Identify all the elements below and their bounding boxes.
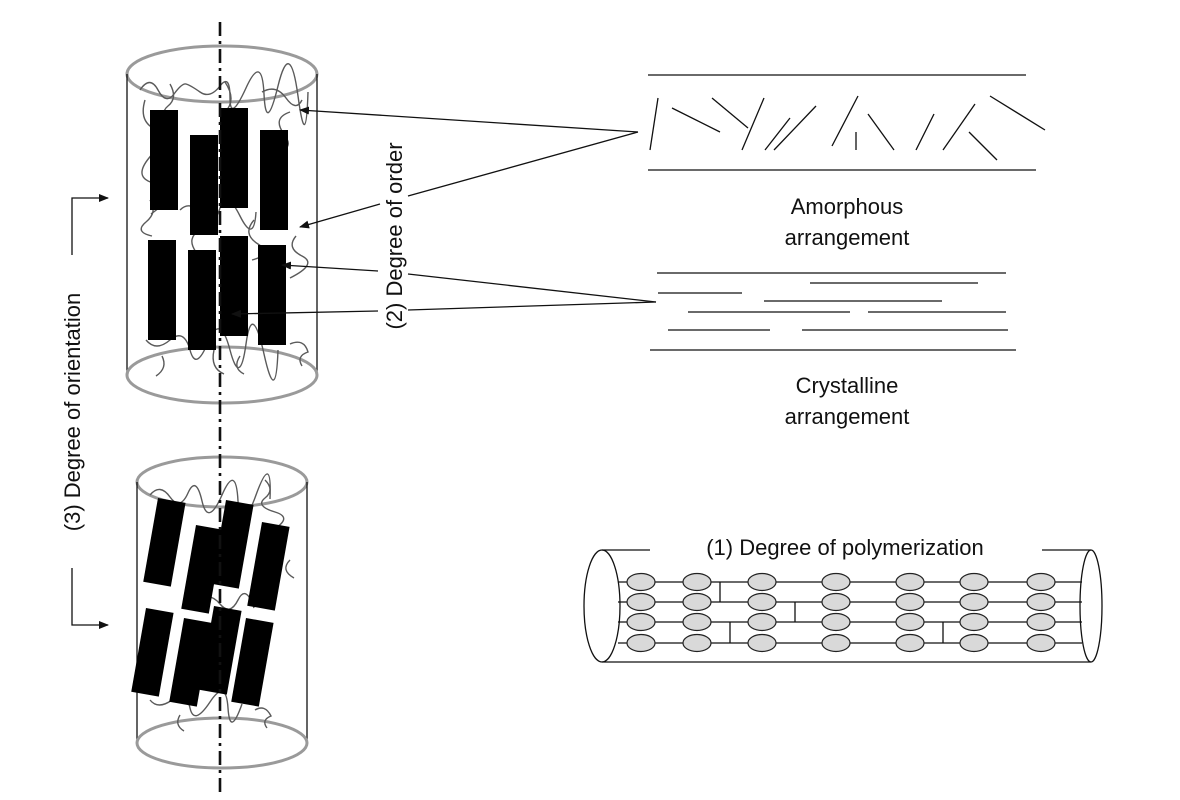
- monomer-unit: [747, 612, 777, 632]
- monomer-unit: [626, 612, 656, 632]
- monomer-unit: [682, 592, 712, 612]
- monomer-unit: [895, 633, 925, 653]
- monomer-unit: [959, 612, 989, 632]
- crystalline-label-line1: Crystalline: [796, 373, 899, 398]
- top-cylinder: [125, 44, 319, 405]
- monomer-unit: [959, 572, 989, 592]
- monomer-unit: [626, 572, 656, 592]
- monomer-units: [626, 572, 1056, 653]
- monomer-unit: [959, 633, 989, 653]
- amorphous-arrangement-figure: [648, 74, 1046, 171]
- crystalline-arrangement-figure: [650, 272, 1016, 351]
- crystalline-label-line2: arrangement: [785, 404, 910, 429]
- bottom-cylinder-bottom-ellipse: [135, 716, 309, 770]
- monomer-unit: [626, 633, 656, 653]
- monomer-unit: [626, 592, 656, 612]
- degree-of-orientation-label: (3) Degree of orientation: [60, 293, 85, 531]
- monomer-unit: [821, 592, 851, 612]
- amorphous-label-line1: Amorphous: [791, 194, 904, 219]
- monomer-unit: [895, 572, 925, 592]
- bottom-cylinder: [131, 455, 309, 770]
- monomer-unit: [821, 633, 851, 653]
- monomer-unit: [1026, 633, 1056, 653]
- degree-of-order-label: (2) Degree of order: [382, 142, 407, 329]
- degree-of-order-arrows: [231, 106, 657, 318]
- polymerization-cylinder: [583, 549, 1103, 663]
- monomer-unit: [682, 633, 712, 653]
- top-cylinder-top-ellipse: [125, 44, 319, 104]
- top-cylinder-bottom-ellipse: [125, 345, 319, 405]
- monomer-unit: [1026, 612, 1056, 632]
- monomer-unit: [895, 612, 925, 632]
- monomer-unit: [682, 612, 712, 632]
- amorphous-chain-segments: [649, 95, 1046, 161]
- monomer-unit: [821, 612, 851, 632]
- monomer-unit: [1026, 592, 1056, 612]
- monomer-unit: [821, 572, 851, 592]
- bottom-cylinder-crystallites: [131, 498, 290, 707]
- monomer-unit: [895, 592, 925, 612]
- monomer-unit: [747, 592, 777, 612]
- monomer-unit: [1026, 572, 1056, 592]
- monomer-unit: [747, 633, 777, 653]
- amorphous-label-line2: arrangement: [785, 225, 910, 250]
- degree-of-polymerization-label: (1) Degree of polymerization: [706, 535, 984, 560]
- polymer-chain-rows: [618, 581, 1082, 644]
- monomer-unit: [747, 572, 777, 592]
- orientation-bracket: [71, 194, 109, 629]
- monomer-unit: [682, 572, 712, 592]
- monomer-unit: [959, 592, 989, 612]
